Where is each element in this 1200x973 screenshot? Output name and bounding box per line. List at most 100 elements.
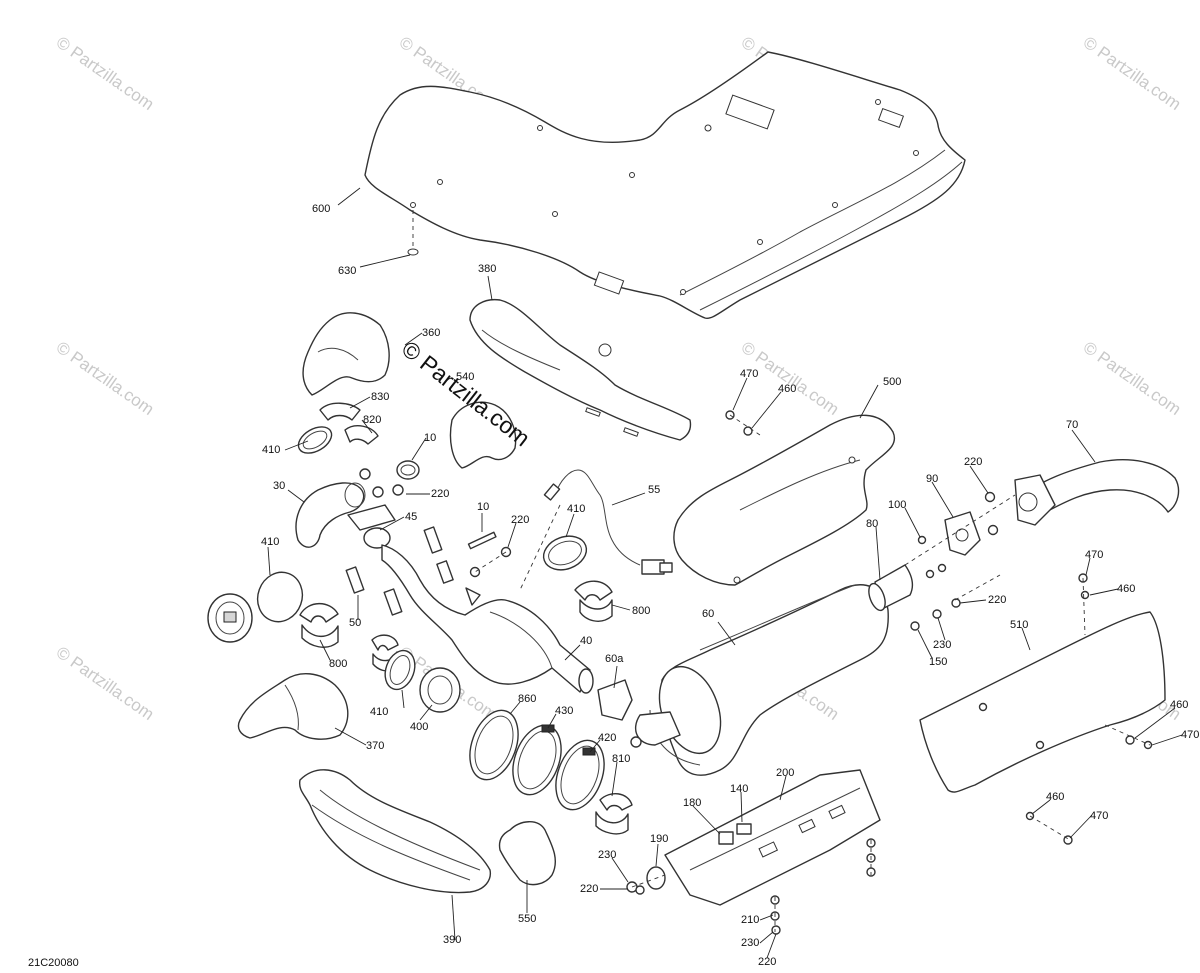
part-540-shield — [449, 401, 517, 469]
callout-470d: 470 — [1090, 810, 1108, 822]
part-420-clamp — [555, 739, 605, 811]
part-830-clamp — [319, 402, 361, 421]
callout-460b: 460 — [1117, 583, 1135, 595]
part-360-shield — [302, 312, 390, 396]
part-30-header-pipe — [295, 482, 366, 548]
watermark: © Partzilla.com — [53, 338, 158, 419]
part-510-shield — [919, 611, 1166, 793]
callout-55: 55 — [648, 484, 660, 496]
callout-800b: 800 — [329, 658, 347, 670]
callout-800: 800 — [632, 605, 650, 617]
callout-470b: 470 — [1085, 549, 1103, 561]
part-220-nut-c — [984, 491, 999, 536]
callout-390: 390 — [443, 934, 461, 946]
callout-540: 540 — [456, 371, 474, 383]
callout-45: 45 — [405, 511, 417, 523]
callout-430: 430 — [555, 705, 573, 717]
callout-10b: 10 — [477, 501, 489, 513]
callout-820: 820 — [363, 414, 381, 426]
part-90-flange — [944, 511, 981, 556]
callout-140: 140 — [730, 783, 748, 795]
callout-500: 500 — [883, 376, 901, 388]
callout-410b: 410 — [567, 503, 585, 515]
callout-360: 360 — [422, 327, 440, 339]
callout-460d: 460 — [1046, 791, 1064, 803]
callout-460c: 460 — [1170, 699, 1188, 711]
callout-420: 420 — [598, 732, 616, 744]
part-630-fastener — [407, 210, 419, 256]
part-140-bushing — [736, 823, 752, 835]
part-180-bushing — [718, 831, 734, 845]
callout-370: 370 — [366, 740, 384, 752]
watermark: © Partzilla.com — [53, 33, 158, 114]
callout-220f: 220 — [758, 956, 776, 968]
callout-150: 150 — [929, 656, 947, 668]
callout-830: 830 — [371, 391, 389, 403]
callout-230c: 230 — [741, 937, 759, 949]
part-500-shield — [673, 414, 896, 586]
part-550-shield — [498, 821, 556, 886]
part-410-clamp-b — [542, 535, 588, 571]
part-55-sensor — [543, 469, 673, 575]
callout-50: 50 — [349, 617, 361, 629]
callout-220d: 220 — [988, 594, 1006, 606]
callout-600: 600 — [312, 203, 330, 215]
callout-220e: 220 — [580, 883, 598, 895]
callout-630: 630 — [338, 265, 356, 277]
callout-200: 200 — [776, 767, 794, 779]
part-860-gasket — [469, 709, 519, 781]
callout-180: 180 — [683, 797, 701, 809]
callout-210: 210 — [741, 914, 759, 926]
callout-460: 460 — [778, 383, 796, 395]
part-200-bracket — [664, 769, 881, 906]
callout-470c: 470 — [1181, 729, 1199, 741]
part-380-shield — [469, 298, 692, 441]
part-70-tailpipe — [1014, 459, 1180, 526]
callout-30: 30 — [273, 480, 285, 492]
callout-410: 410 — [262, 444, 280, 456]
part-10-gasket — [396, 460, 420, 480]
watermark: © Partzilla.com — [1080, 338, 1185, 419]
leader-lines — [267, 187, 1183, 959]
part-410-clamp-d — [384, 649, 416, 691]
callout-400: 400 — [410, 721, 428, 733]
part-400-cover — [419, 667, 461, 713]
callout-410c: 410 — [261, 536, 279, 548]
part-410-clamp-c — [207, 571, 304, 643]
callout-10: 10 — [424, 432, 436, 444]
callout-100: 100 — [888, 499, 906, 511]
callouts: 600 630 380 360 540 830 820 410 10 30 22… — [261, 203, 1199, 968]
part-220-nut — [359, 468, 404, 498]
part-800-damper-b — [299, 602, 339, 648]
callout-220: 220 — [431, 488, 449, 500]
callout-550: 550 — [518, 913, 536, 925]
callout-860: 860 — [518, 693, 536, 705]
callout-40: 40 — [580, 635, 592, 647]
callout-470: 470 — [740, 368, 758, 380]
part-50-spring — [345, 526, 454, 616]
part-460-washer-a — [743, 426, 753, 436]
part-100-bolt — [917, 535, 947, 579]
part-800-damper — [574, 580, 613, 622]
part-390-shield — [298, 769, 492, 894]
part-45-flange — [347, 504, 396, 549]
callout-230b: 230 — [598, 849, 616, 861]
callout-220b: 220 — [511, 514, 529, 526]
callout-60a: 60a — [605, 653, 624, 665]
callout-90: 90 — [926, 473, 938, 485]
part-410-clamp — [297, 426, 333, 454]
part-80-insert — [868, 564, 914, 612]
part-40-pipe — [381, 544, 594, 694]
part-810-damper — [595, 793, 633, 835]
callout-220c: 220 — [964, 456, 982, 468]
callout-510: 510 — [1010, 619, 1028, 631]
callout-190: 190 — [650, 833, 668, 845]
callout-60: 60 — [702, 608, 714, 620]
part-220-230-150-fasteners — [910, 598, 961, 631]
callout-380: 380 — [478, 263, 496, 275]
callout-230: 230 — [933, 639, 951, 651]
callout-80: 80 — [866, 518, 878, 530]
watermark: © Partzilla.com — [1080, 33, 1185, 114]
callout-70: 70 — [1066, 419, 1078, 431]
